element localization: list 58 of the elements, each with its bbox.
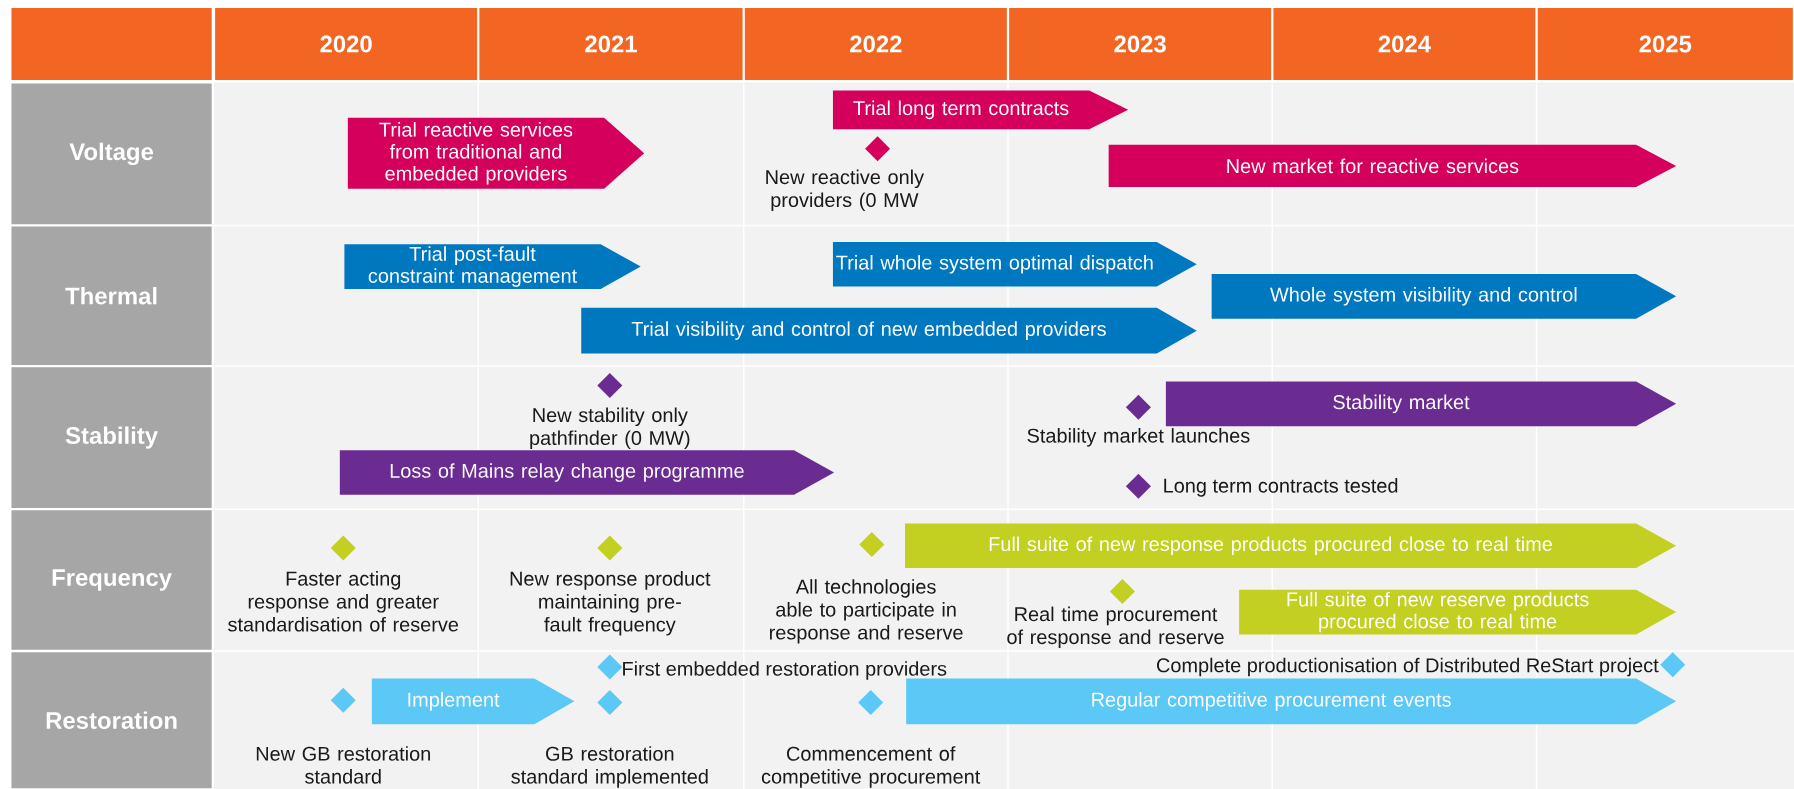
node-label: Frequency [52, 569, 172, 591]
milestone-label: Complete productionisation of Distributed ReStart project [1157, 657, 1659, 677]
node-label: 2024 [1378, 35, 1431, 53]
node-label: Voltage [69, 142, 154, 165]
timeline-bar: Whole system visibility and control [1211, 273, 1677, 319]
milestone-diamond [858, 689, 884, 715]
milestone-diamond [1109, 578, 1135, 604]
milestone-diamond [1660, 652, 1686, 678]
header-cell: 2021 [479, 7, 743, 80]
milestone-diamond [597, 372, 623, 398]
header-cell: 2022 [744, 7, 1007, 80]
row-header-cell: Thermal [11, 226, 212, 365]
header-cell: 2020 [215, 7, 478, 80]
row-header-cell: Stability [11, 367, 212, 508]
milestone-label: New stability only pathfinder (0 MW) [530, 407, 690, 449]
timeline-bar: Loss of Mains relay change programme [339, 450, 835, 495]
timeline-bar: Full suite of new response products procured close to real time [905, 523, 1677, 568]
milestone-label: New response product maintaining pre-fault frequency [510, 570, 711, 636]
timeline-bar: Trial visibility and control of new embedded providers [581, 307, 1197, 354]
timeline-bar: Trial post-fault constraint management [344, 244, 641, 289]
node-label: 2021 [585, 35, 637, 53]
header-cell: 2025 [1537, 7, 1793, 80]
milestone-label: Commencement of competitive procurement [761, 745, 981, 788]
milestone-label: New GB restoration standard [256, 745, 430, 784]
milestone-label: Stability market launches [1027, 427, 1250, 447]
milestone-label: New reactive only providers (0 MW [766, 169, 925, 211]
milestone-label: Long term contracts tested [1164, 477, 1398, 497]
milestone-label: Real time procurement of response and reserve [1007, 606, 1224, 648]
node-label: Stability [65, 426, 158, 449]
timeline-bar: Full suite of new reserve products procured close to real time [1239, 589, 1677, 635]
milestone-label: All technologies able to participate in response and reserve [770, 578, 963, 644]
milestone-label: GB restoration standard implemented [511, 745, 708, 788]
node-label: Thermal [65, 286, 157, 305]
row-header-cell: Voltage [11, 83, 212, 224]
milestone-diamond [597, 689, 623, 715]
milestone-diamond [1125, 473, 1151, 499]
milestone-diamond [330, 535, 356, 561]
node-label: 2022 [850, 35, 902, 53]
timeline-bar: Stability market [1165, 381, 1677, 426]
milestone-diamond [1125, 394, 1151, 420]
milestone-diamond [859, 531, 885, 557]
milestone-diamond [597, 654, 623, 680]
row-header-cell: Restoration [11, 651, 212, 789]
milestone-diamond [865, 136, 891, 162]
timeline-bar: New market for reactive services [1108, 144, 1677, 187]
timeline-bar: Implement [371, 678, 575, 724]
header-cell: 2024 [1273, 7, 1536, 80]
milestone-diamond [330, 687, 356, 713]
node-label: 2023 [1114, 35, 1166, 53]
milestone-label: Faster acting response and greater standardisation of reserve [228, 570, 459, 632]
milestone-diamond [597, 535, 623, 561]
timeline-bar: Trial long term contracts [832, 90, 1129, 130]
timeline-bar: Regular competitive procurement events [906, 678, 1677, 724]
header-cell: 2023 [1009, 7, 1272, 80]
node-label: 2025 [1639, 35, 1692, 53]
row-header-cell: Frequency [11, 510, 212, 650]
node-label: 2020 [320, 35, 372, 53]
milestone-label: First embedded restoration providers [623, 660, 947, 680]
